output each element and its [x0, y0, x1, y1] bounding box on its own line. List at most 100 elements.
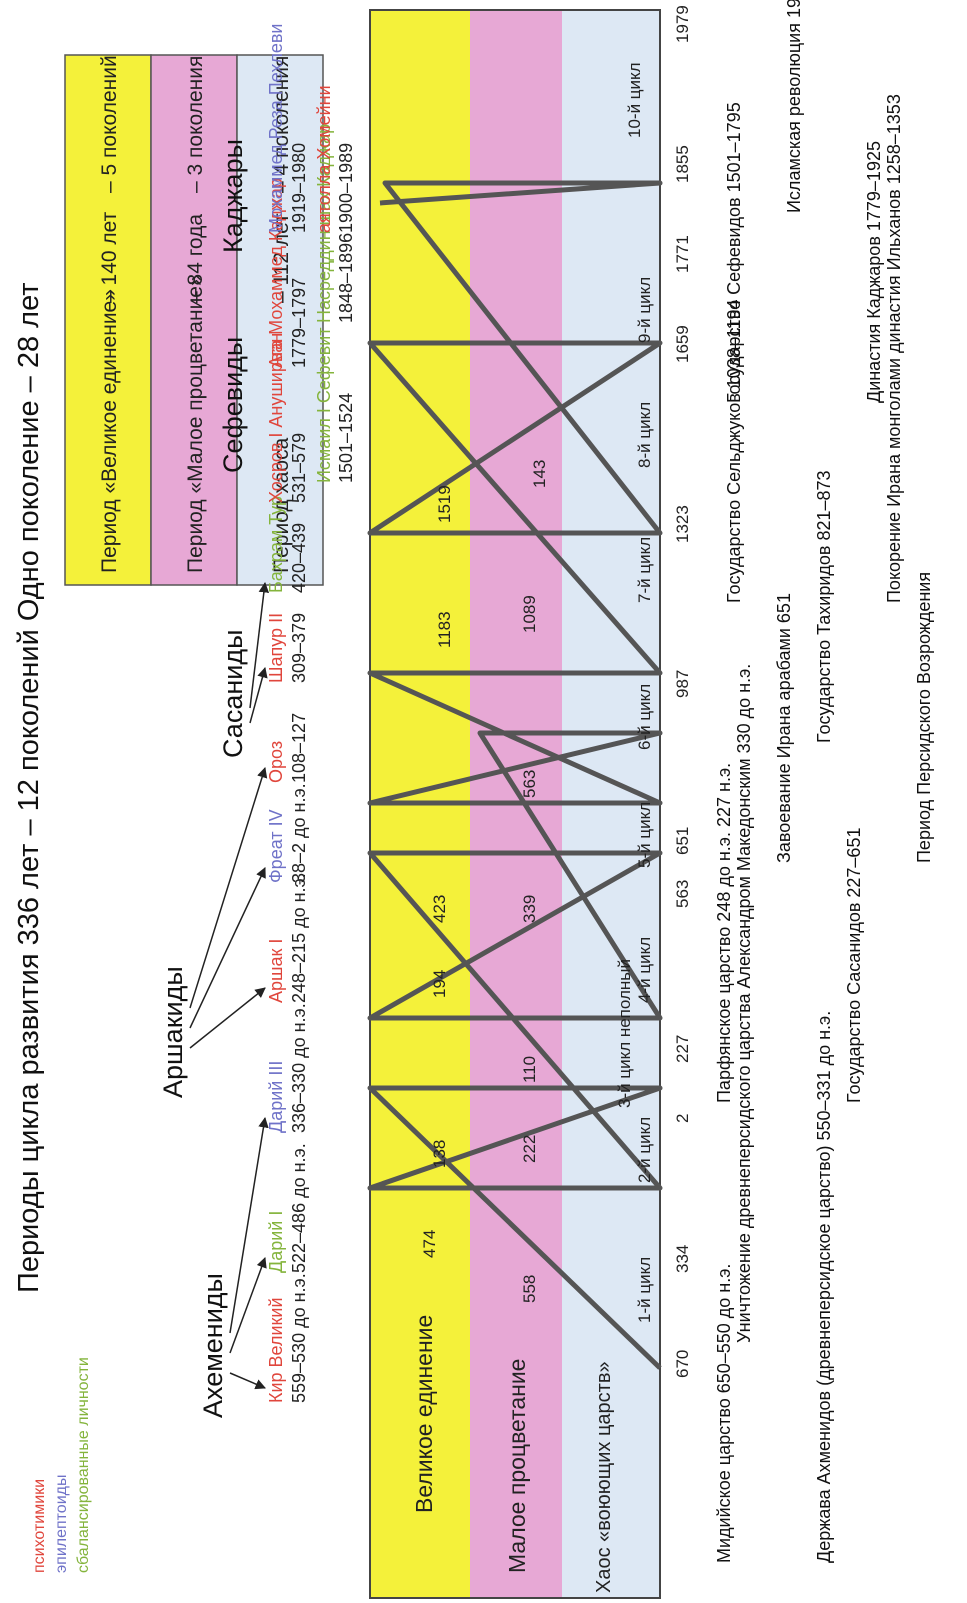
inner-number: 1089	[520, 595, 539, 633]
cycle-label: 2-й цикл	[635, 1117, 654, 1183]
dynasty-label: Ахемениды	[198, 1273, 228, 1418]
event-label: Держава Ахменидов (древнеперсидское царс…	[814, 1011, 834, 1563]
inner-number: 1183	[435, 611, 454, 648]
legend-period-years: – 140 лет	[98, 211, 121, 303]
band-label-bottom: Хаос «воюющих царств»	[593, 1361, 615, 1593]
ruler-name: Мохаммед Реза Пехлеви	[266, 24, 286, 233]
dynasty-label: Аршакиды	[158, 966, 188, 1098]
cycle-label: 3-й цикл неполный	[615, 959, 634, 1108]
ruler-years: 248–215 до н.э.	[289, 873, 309, 1003]
event-label: Покорение Ирана монголами династия Ильха…	[884, 94, 904, 603]
ruler-years: 522–486 до н.э.	[289, 1143, 309, 1273]
legend-period-gens: – 4 поколения	[270, 56, 293, 193]
dynasty-label: Каджары	[218, 139, 248, 253]
inner-number: 563	[520, 770, 539, 798]
event-label: Династия Каджаров 1779–1925	[864, 141, 884, 403]
event-label: Мидийское царство 650–550 до н.э.	[714, 1264, 734, 1563]
event-label: Государство Сасанидов 227–651	[844, 828, 864, 1103]
ruler-name: Дарий III	[266, 1061, 286, 1133]
event-label: Уничтожение древнеперсидского царства Ал…	[734, 664, 754, 1343]
legend-period-gens: – 5 поколений	[98, 55, 121, 193]
event-label: Государство Сефевидов 1501–1795	[724, 102, 744, 403]
axis-year: 987	[673, 670, 692, 698]
dynasty-arrows	[189, 581, 270, 1390]
event-label: Парфянское царство 248 до н.э. 227 н.э.	[714, 763, 734, 1103]
cycle-sawtooth-line	[367, 180, 663, 1370]
event-label: Государство Сельджуков 1038–1194	[724, 299, 744, 603]
axis-year: 1771	[673, 235, 692, 273]
axis-year: 651	[673, 827, 692, 855]
event-label: Исламская революция 1979	[784, 0, 804, 213]
inner-number: 423	[430, 895, 449, 923]
legend-period-years: – 112 лет	[270, 213, 293, 303]
ruler-name: Дарий I	[266, 1211, 286, 1273]
ruler-years: 1848–1896	[336, 233, 356, 323]
ruler-name: Бахрам Тур	[266, 496, 286, 593]
inner-number: 339	[520, 895, 539, 923]
legend-type-balanced: сбалансированные личности	[75, 1357, 92, 1573]
event-label: Период Персидского Возрождения	[914, 572, 934, 863]
axis-year: 1323	[673, 505, 692, 543]
event-label: Государство Тахиридов 821–873	[814, 470, 834, 743]
cycle-label: 9-й цикл	[635, 277, 654, 343]
ruler-years: 1779–1797	[289, 278, 309, 368]
axis-year: 227	[673, 1035, 692, 1063]
cycle-label: 4-й цикл	[635, 937, 654, 1003]
ruler-name: аятолла Хомейни	[314, 85, 334, 233]
inner-number: 558	[520, 1275, 539, 1303]
inner-number: 110	[520, 1056, 539, 1083]
axis-year: 2	[673, 1114, 692, 1123]
ruler-name: Насреддин шах Каджар	[314, 124, 334, 323]
inner-number: 1519	[435, 485, 454, 523]
axis-year: 1979	[673, 5, 692, 43]
cycle-label: 1-й цикл	[635, 1257, 654, 1323]
axis-year: 1659	[673, 325, 692, 363]
legend-type-epileptoid: эпилептоиды	[53, 1475, 70, 1573]
ruler-years: 38–2 до н.э.	[289, 783, 309, 883]
legend-type-psychotimic: психотимики	[31, 1479, 48, 1573]
ruler-name: Кир Великий	[266, 1297, 286, 1403]
legend-row-chaos	[236, 54, 324, 586]
legend-period-name: Период «Малое процветание»	[184, 274, 207, 573]
legend-period-name: Период хаоса	[270, 437, 293, 573]
band-label-top: Великое единение	[411, 1315, 437, 1513]
ruler-name: Ага Мохаммед Каджар	[266, 178, 286, 368]
axis-year: 1855	[673, 145, 692, 183]
dynasty-label: Сасаниды	[218, 630, 248, 759]
cycle-label: 10-й цикл	[625, 62, 644, 138]
inner-number: 138	[430, 1140, 449, 1168]
legend-period-years: – 84 года	[184, 214, 207, 303]
ruler-years: 420–439	[289, 523, 309, 593]
inner-number: 194	[430, 970, 449, 998]
ruler-years: 1900–1989	[336, 143, 356, 233]
inner-number: 222	[520, 1135, 539, 1163]
ruler-years: 559–530 до н.э.	[289, 1273, 309, 1403]
cycle-label: 7-й цикл	[635, 537, 654, 603]
dynasty-label: Сефевиды	[218, 337, 248, 473]
ruler-years: 1919–1980	[289, 143, 309, 233]
cycle-label: 8-й цикл	[635, 402, 654, 468]
page-title: Периоды цикла развития 336 лет – 12 поко…	[13, 282, 45, 1293]
event-label: Завоевание Ирана арабами 651	[774, 593, 794, 863]
axis-year: 334	[673, 1245, 692, 1273]
inner-number: 143	[530, 460, 549, 488]
ruler-years: 531–579	[289, 433, 309, 503]
ruler-name: Исмаил I Сефевит	[314, 327, 334, 483]
legend-period-name: Период «Великое единение»	[98, 289, 121, 573]
ruler-years: 309–379	[289, 613, 309, 683]
ruler-years: 336–330 до н.э.	[289, 1003, 309, 1133]
ruler-name: Фреат IV	[266, 809, 286, 883]
period-legend: Период «Великое единение» – 140 лет – 5 …	[64, 54, 324, 586]
cycle-label: 5-й цикл	[635, 802, 654, 868]
band-label-mid: Малое процветание	[504, 1359, 530, 1573]
ruler-years: 108–127	[289, 713, 309, 783]
axis-year: 563	[673, 880, 692, 908]
cycle-label: 6-й цикл	[635, 684, 654, 750]
ruler-name: Хосров I Ануширван	[266, 333, 286, 503]
ruler-years: 1501–1524	[336, 393, 356, 483]
inner-number: 474	[420, 1230, 439, 1258]
legend-period-gens: – 3 поколения	[184, 56, 207, 193]
ruler-name: Аршак I	[266, 939, 286, 1003]
ruler-name: Ороз	[266, 741, 286, 783]
